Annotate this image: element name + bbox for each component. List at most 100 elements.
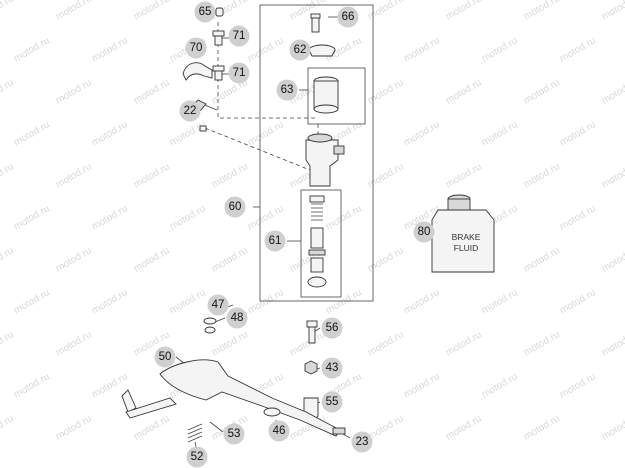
callout-circle[interactable] <box>337 6 359 28</box>
callout-48[interactable]: 48 <box>226 307 248 329</box>
watermark-text: motod.ru <box>600 77 625 106</box>
callout-number: 48 <box>231 312 244 324</box>
callout-circle[interactable] <box>321 357 343 379</box>
callout-number: 60 <box>229 201 242 213</box>
watermark-text: motod.ru <box>444 161 484 190</box>
callout-70[interactable]: 70 <box>185 37 207 59</box>
watermark-text: motod.ru <box>12 371 52 400</box>
callout-number: 23 <box>356 436 369 448</box>
callout-circle[interactable] <box>207 294 229 316</box>
watermark-text: motod.ru <box>444 413 484 442</box>
watermark-text: motod.ru <box>0 413 16 442</box>
callout-circle[interactable] <box>228 62 250 84</box>
watermark-text: motod.ru <box>12 203 52 232</box>
watermark-text: motod.ru <box>522 161 562 190</box>
watermark-text: motod.ru <box>12 35 52 64</box>
watermark-text: motod.ru <box>54 329 94 358</box>
callout-circle[interactable] <box>413 221 435 243</box>
callout-47[interactable]: 47 <box>207 294 229 316</box>
callout-circle[interactable] <box>321 317 343 339</box>
callout-46[interactable]: 46 <box>268 420 290 442</box>
watermark-text: motod.ru <box>444 329 484 358</box>
callout-circle[interactable] <box>223 423 245 445</box>
watermark-text: motod.ru <box>168 119 208 148</box>
watermark-text: motod.ru <box>168 287 208 316</box>
callout-63[interactable]: 63 <box>276 79 298 101</box>
callout-number: 62 <box>294 44 307 56</box>
watermark-text: motod.ru <box>558 35 598 64</box>
callout-50[interactable]: 50 <box>154 346 176 368</box>
callout-52[interactable]: 52 <box>186 446 208 468</box>
watermark-text: motod.ru <box>54 161 94 190</box>
callout-circle[interactable] <box>321 391 343 413</box>
watermark-text: motod.ru <box>558 371 598 400</box>
callout-number: 80 <box>418 226 431 238</box>
watermark-text: motod.ru <box>600 329 625 358</box>
callout-circle[interactable] <box>194 1 216 23</box>
inner-frame-63 <box>307 67 366 125</box>
callout-circle[interactable] <box>154 346 176 368</box>
callout-43[interactable]: 43 <box>321 357 343 379</box>
watermark-text: motod.ru <box>480 35 520 64</box>
watermark-text: motod.ru <box>132 0 172 23</box>
part-drawings <box>121 7 495 443</box>
callout-circle[interactable] <box>289 39 311 61</box>
callout-number: 71 <box>233 30 246 42</box>
callout-circle[interactable] <box>179 100 201 122</box>
watermark-text: motod.ru <box>54 0 94 23</box>
callout-circle[interactable] <box>268 420 290 442</box>
callout-number: 71 <box>233 67 246 79</box>
callout-circle[interactable] <box>228 25 250 47</box>
callout-66[interactable]: 66 <box>337 6 359 28</box>
callout-61[interactable]: 61 <box>264 230 286 252</box>
watermark-text: motod.ru <box>0 329 16 358</box>
watermark-text: motod.ru <box>366 0 406 23</box>
watermark-text: motod.ru <box>12 287 52 316</box>
callout-65[interactable]: 65 <box>194 1 216 23</box>
watermark-text: motod.ru <box>246 287 286 316</box>
watermark-text: motod.ru <box>90 203 130 232</box>
watermark-text: motod.ru <box>54 77 94 106</box>
callout-23[interactable]: 23 <box>351 431 373 453</box>
callout-55[interactable]: 55 <box>321 391 343 413</box>
watermark-text: motod.ru <box>246 119 286 148</box>
watermark-text: motod.ru <box>402 119 442 148</box>
watermark-text: motod.ru <box>90 119 130 148</box>
watermark-text: motod.ru <box>210 161 250 190</box>
callout-71b[interactable]: 71 <box>228 62 250 84</box>
callout-53[interactable]: 53 <box>223 423 245 445</box>
callout-circle[interactable] <box>226 307 248 329</box>
callout-71a[interactable]: 71 <box>228 25 250 47</box>
callout-number: 66 <box>342 11 355 23</box>
watermark-text: motod.ru <box>288 0 328 23</box>
watermark-text: motod.ru <box>0 245 16 274</box>
watermark-text: motod.ru <box>0 161 16 190</box>
assembly-line-bolt <box>217 22 318 119</box>
callout-circle[interactable] <box>276 79 298 101</box>
watermark-text: motod.ru <box>210 245 250 274</box>
callout-22[interactable]: 22 <box>179 100 201 122</box>
callout-number: 65 <box>199 6 212 18</box>
watermark-text: motod.ru <box>522 245 562 274</box>
callout-80[interactable]: 80 <box>413 221 435 243</box>
watermark-text: motod.ru <box>246 203 286 232</box>
watermark-text: motod.ru <box>444 0 484 23</box>
watermark-text: motod.ru <box>366 245 406 274</box>
callout-circle[interactable] <box>351 431 373 453</box>
callout-circle[interactable] <box>186 446 208 468</box>
watermark-text: motod.ru <box>600 245 625 274</box>
callout-circle[interactable] <box>224 196 246 218</box>
watermark-text: motod.ru <box>522 0 562 23</box>
assembly-line-pin <box>204 127 316 173</box>
callout-circle[interactable] <box>264 230 286 252</box>
watermark-text: motod.ru <box>480 119 520 148</box>
callout-60[interactable]: 60 <box>224 196 246 218</box>
watermark-text: motod.ru <box>132 245 172 274</box>
callout-62[interactable]: 62 <box>289 39 311 61</box>
callout-56[interactable]: 56 <box>321 317 343 339</box>
callout-circle[interactable] <box>185 37 207 59</box>
callout-number: 53 <box>228 428 241 440</box>
